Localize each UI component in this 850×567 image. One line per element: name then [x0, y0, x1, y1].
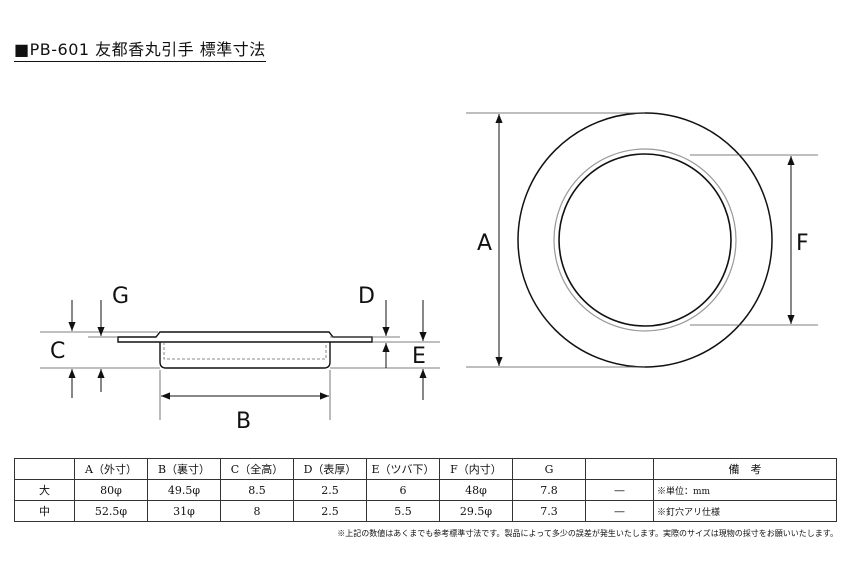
table-cell: 8.5 — [220, 479, 294, 501]
table-cell-remark: ※釘穴アリ仕様 — [653, 500, 837, 522]
page-title: ■PB-601 友都香丸引手 標準寸法 — [14, 40, 266, 62]
table-cell: 8 — [220, 500, 294, 522]
table-cell: — — [585, 479, 654, 501]
table-cell: 2.5 — [293, 479, 367, 501]
table-cell: 5.5 — [366, 500, 440, 522]
header-cell: E（ツバ下） — [366, 458, 440, 480]
table-cell: 中 — [14, 500, 75, 522]
table-cell: 大 — [14, 479, 75, 501]
header-cell — [14, 458, 75, 480]
header-cell: G — [512, 458, 586, 480]
header-cell: F（内寸） — [439, 458, 513, 480]
table-row: 大 80φ 49.5φ 8.5 2.5 6 48φ 7.8 — ※単位：mm — [14, 479, 837, 501]
table-header-row: A（外寸） B（裏寸） C（全高） D（表厚） E（ツバ下） F（内寸） G 備… — [14, 458, 837, 480]
inner-rim-circle — [553, 148, 737, 332]
technical-drawing: C G D E B A F — [40, 112, 818, 434]
dimension-label-f: F — [796, 231, 809, 256]
dimension-label-a: A — [477, 231, 492, 256]
table-cell: 48φ — [439, 479, 513, 501]
table-row: 中 52.5φ 31φ 8 2.5 5.5 29.5φ 7.3 — ※釘穴アリ仕… — [14, 500, 837, 522]
dimension-label-c: C — [50, 339, 65, 364]
table-cell: 52.5φ — [74, 500, 148, 522]
table-cell: 80φ — [74, 479, 148, 501]
table-cell: 6 — [366, 479, 440, 501]
top-view: A F — [466, 112, 818, 368]
header-cell: C（全高） — [220, 458, 294, 480]
footnote: ※上記の数値はあくまでも参考標準寸法です。製品によって多少の誤差が発生いたします… — [337, 529, 838, 538]
header-cell: 備 考 — [653, 458, 837, 480]
table-cell: 2.5 — [293, 500, 367, 522]
table-cell: 29.5φ — [439, 500, 513, 522]
table-cell-remark: ※単位：mm — [653, 479, 837, 501]
dimension-label-e: E — [412, 344, 426, 369]
table-cell: 31φ — [147, 500, 221, 522]
dimension-label-d: D — [358, 284, 375, 309]
table-cell: 7.8 — [512, 479, 586, 501]
dimension-table: A（外寸） B（裏寸） C（全高） D（表厚） E（ツバ下） F（内寸） G 備… — [14, 458, 837, 522]
side-view: C G D E B — [40, 284, 440, 434]
header-cell: D（表厚） — [293, 458, 367, 480]
header-cell: A（外寸） — [74, 458, 148, 480]
header-cell — [585, 458, 654, 480]
dimension-label-b: B — [236, 409, 251, 434]
header-cell: B（裏寸） — [147, 458, 221, 480]
inner-opening-circle — [558, 153, 732, 327]
table-cell: 49.5φ — [147, 479, 221, 501]
cup-outline — [159, 342, 331, 369]
cup-inner-dashed — [163, 342, 327, 360]
outer-circle — [517, 112, 773, 368]
dimension-label-g: G — [112, 284, 129, 309]
table-cell: 7.3 — [512, 500, 586, 522]
table-cell: — — [585, 500, 654, 522]
